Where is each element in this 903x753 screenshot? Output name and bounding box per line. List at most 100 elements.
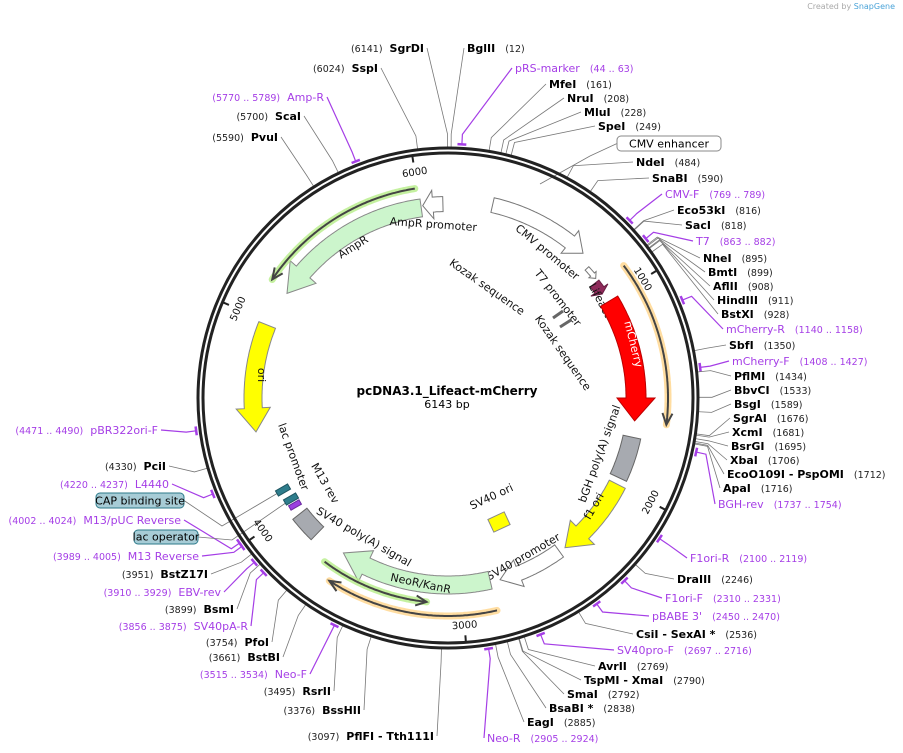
enzyme-label[interactable]: SacI(818)	[685, 219, 747, 232]
box-frame[interactable]	[133, 529, 199, 545]
enzyme-label[interactable]: (3495)RsrII	[264, 685, 331, 698]
feature-f1-ori[interactable]: f1 ori	[564, 479, 626, 549]
primer-label[interactable]: mCherry-F(1408 .. 1427)	[732, 355, 867, 368]
enzyme-label[interactable]: SpeI(249)	[598, 120, 661, 133]
enzyme-label[interactable]: HindIII(911)	[717, 294, 794, 307]
feature-arrow[interactable]	[292, 507, 325, 541]
enzyme-label[interactable]: MluI(228)	[584, 106, 646, 119]
feature-arrow[interactable]	[490, 197, 584, 254]
enzyme-label[interactable]: NdeI(484)	[636, 156, 700, 169]
enzyme-label[interactable]: BsaBI *(2838)	[549, 702, 635, 715]
enzyme-label[interactable]: NruI(208)	[567, 92, 629, 105]
feature-mcherry[interactable]: mCherry	[599, 295, 657, 422]
feature-arrow[interactable]	[235, 320, 277, 433]
feature-arrow[interactable]	[422, 188, 444, 221]
enzyme-label[interactable]: (5590)PvuI	[212, 131, 278, 144]
box-frame[interactable]	[95, 492, 185, 509]
enzyme-label[interactable]: (4330)PciI	[105, 460, 166, 473]
enzyme-label[interactable]: BmtI(899)	[708, 266, 773, 279]
primer-label[interactable]: F1ori-F(2310 .. 2331)	[665, 592, 781, 605]
feature-sv40-ori[interactable]: SV40 ori	[468, 481, 515, 533]
enzyme-label[interactable]: NheI(895)	[703, 252, 767, 265]
enzyme-label[interactable]: (3661)BstBI	[209, 651, 280, 664]
enzyme-label[interactable]: EcoO109I - PspOMI(1712)	[727, 468, 886, 481]
enzyme-label[interactable]: BsrGI(1695)	[731, 440, 806, 453]
primer-label[interactable]: F1ori-R(2100 .. 2119)	[690, 552, 807, 565]
enzyme-label[interactable]: BglII(12)	[467, 42, 525, 55]
primer-label[interactable]: CMV-F(769 .. 789)	[665, 188, 765, 201]
feature-arrow[interactable]	[564, 479, 626, 549]
primer-label[interactable]: (4220 .. 4237)L4440	[60, 478, 169, 491]
kozak-mark[interactable]	[552, 309, 564, 320]
box-frame[interactable]	[616, 135, 722, 152]
primer-label[interactable]: (5770 .. 5789)Amp-R	[212, 91, 324, 104]
enzyme-label[interactable]: ApaI(1716)	[723, 482, 793, 495]
ampr-outer-arrow[interactable]	[268, 185, 419, 283]
lac-operator-mark[interactable]	[282, 492, 300, 506]
primer-label[interactable]: (4471 .. 4490)pBR322ori-F	[15, 424, 158, 437]
feature-arrow[interactable]	[609, 434, 642, 482]
enzyme-label[interactable]: SgrAI(1676)	[733, 412, 808, 425]
enzyme-label[interactable]: PflMI(1434)	[734, 370, 807, 383]
feature-arrow[interactable]	[589, 279, 609, 297]
primer-label[interactable]: (3856 .. 3875)SV40pA-R	[119, 620, 249, 633]
enzyme-label[interactable]: (3951)BstZ17I	[122, 568, 208, 581]
feature-arrow[interactable]	[584, 265, 597, 279]
box-cmv-enhancer[interactable]: CMV enhancer	[616, 135, 722, 152]
enzyme-label[interactable]: (3376)BssHII	[284, 704, 361, 717]
feature-arrow[interactable]	[286, 198, 424, 295]
enzyme-label[interactable]: (5700)ScaI	[236, 110, 301, 123]
enzyme-label[interactable]: BbvCI(1533)	[734, 384, 811, 397]
enzyme-label[interactable]: (6024)SspI	[313, 62, 378, 75]
neor-orange-arrow[interactable]	[325, 577, 501, 620]
primer-label[interactable]: BGH-rev(1737 .. 1754)	[718, 498, 842, 511]
primer-label[interactable]: (3910 .. 3929)EBV-rev	[104, 586, 222, 599]
enzyme-label[interactable]: BstXI(928)	[721, 308, 789, 321]
neor-outer-arrow[interactable]	[321, 558, 431, 607]
enzyme-label[interactable]: SmaI(2792)	[567, 688, 640, 701]
enzyme-label[interactable]: Eco53kI(816)	[677, 204, 761, 217]
m13-rev-mark[interactable]	[287, 499, 303, 511]
box-lac-operator[interactable]: lac operator	[133, 529, 200, 545]
primer-label[interactable]: (3515 .. 3534)Neo-F	[200, 668, 307, 681]
feature-arrow[interactable]	[499, 544, 565, 588]
enzyme-label[interactable]: AflII(908)	[713, 280, 773, 293]
enzyme-label[interactable]: (3754)PfoI	[206, 636, 269, 649]
enzyme-label[interactable]: CsiI - SexAI *(2536)	[636, 628, 757, 641]
enzyme-label[interactable]: AvrII(2769)	[598, 660, 669, 673]
enzyme-label[interactable]: XcmI(1681)	[732, 426, 804, 439]
feature-ori[interactable]: ori	[235, 320, 277, 433]
feature-ampr[interactable]: AmpR	[286, 198, 424, 295]
primer-label[interactable]: mCherry-R(1140 .. 1158)	[726, 323, 863, 336]
mcherry-outer-arrow[interactable]	[620, 262, 674, 429]
primer-label[interactable]: T7(863 .. 882)	[695, 235, 775, 248]
primer-label[interactable]: (3989 .. 4005)M13 Reverse	[53, 550, 199, 563]
feature-ampr-promoter[interactable]: AmpR promoter	[389, 188, 478, 234]
feature-arrow[interactable]	[342, 550, 493, 595]
enzyme-label[interactable]: (3097)PflFI - Tth111I	[308, 730, 434, 743]
cap-site-mark[interactable]	[274, 483, 292, 497]
enzyme-label[interactable]: EagI(2885)	[527, 716, 596, 729]
enzyme-label[interactable]: SnaBI(590)	[652, 172, 723, 185]
enzyme-label[interactable]: (6141)SgrDI	[351, 42, 424, 55]
enzyme-label[interactable]: BsgI(1589)	[734, 398, 803, 411]
enzyme-label[interactable]: TspMI - XmaI(2790)	[584, 674, 705, 687]
enzyme-label[interactable]: MfeI(161)	[549, 78, 612, 91]
primer-label[interactable]: pBABE 3'(2450 .. 2470)	[652, 610, 780, 623]
box-cap-binding-site[interactable]: CAP binding site	[95, 492, 185, 509]
enzyme-label[interactable]: DraIII(2246)	[677, 573, 753, 586]
feature-arrow[interactable]	[599, 295, 657, 422]
enzyme-label[interactable]: XbaI(1706)	[730, 454, 799, 467]
kozak-mark[interactable]	[559, 318, 572, 329]
sv40-ori-box[interactable]	[487, 511, 511, 533]
primer-label[interactable]: Neo-R(2905 .. 2924)	[487, 732, 598, 745]
site-labels[interactable]: (6141)SgrDI (6024)SspI (5770 .. 5789)Amp-R…	[9, 42, 886, 745]
enzyme-label[interactable]: SbfI(1350)	[729, 339, 795, 352]
feature-sv40-promoter[interactable]: SV40 promoter	[484, 530, 565, 588]
primer-label[interactable]: (4002 .. 4024)M13/pUC Reverse	[9, 514, 182, 527]
primer-label[interactable]: pRS-marker(44 .. 63)	[515, 62, 634, 75]
enzyme-label[interactable]: (3899)BsmI	[165, 603, 234, 616]
